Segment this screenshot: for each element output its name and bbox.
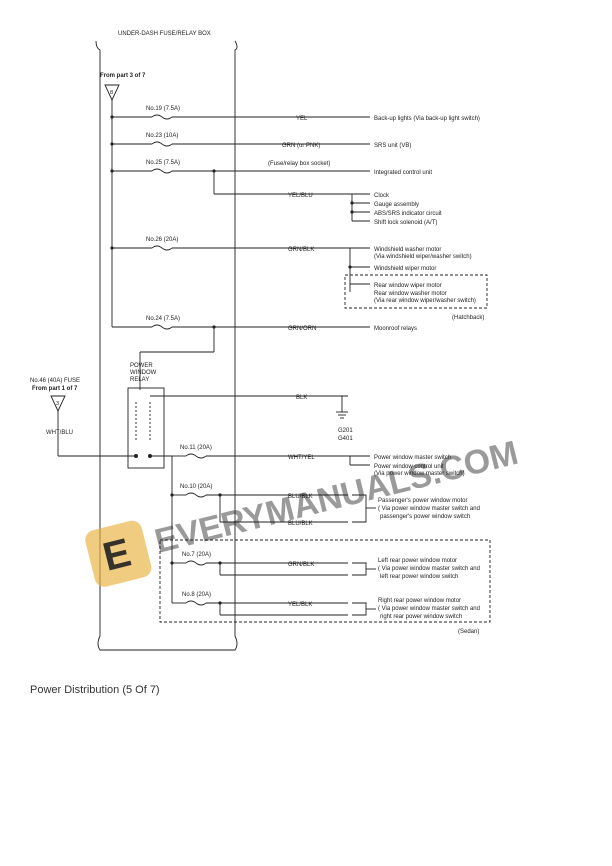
load-rr3: right rear power window switch — [380, 614, 462, 620]
sedan-note: (Sedan) — [458, 629, 479, 635]
fuse46-label: No.46 (40A) FUSE — [30, 378, 80, 384]
from-part3-label: From part 3 of 7 — [100, 73, 146, 79]
ground-g201: G201 — [338, 428, 353, 434]
page-caption: Power Distribution (5 Of 7) — [30, 684, 160, 696]
wire-wht-blu: WHT/BLU — [46, 430, 73, 436]
wire-blu-blk-1: BLU/BLK — [288, 494, 313, 500]
from-part1-label: From part 1 of 7 — [32, 386, 78, 392]
fuse-26: No.26 (20A) — [146, 237, 178, 243]
load-clock: Clock — [374, 193, 390, 199]
fuse-8: No.8 (20A) — [182, 592, 211, 598]
load-rwip: Rear window wiper motor — [374, 283, 442, 289]
wire-blu-blk-2: BLU/BLK — [288, 521, 313, 527]
load-rr1: Right rear power window motor — [378, 598, 461, 604]
load-wsw1: Windshield washer motor — [374, 247, 441, 253]
load-gauge: Gauge assembly — [374, 202, 419, 208]
load-pwcu2: (Via power window master switch) — [374, 471, 465, 477]
hatchback-note: (Hatchback) — [452, 315, 484, 321]
connector-8-icon — [104, 84, 120, 102]
load-pass2: ( Via power window master switch and — [378, 506, 480, 512]
wire-blk: BLK — [296, 395, 307, 401]
fuse-19: No.19 (7.5A) — [146, 106, 180, 112]
load-backup: Back-up lights (Via back-up light switch… — [374, 116, 480, 122]
load-abs: ABS/SRS indicator circuit — [374, 211, 442, 217]
relay-label-2: WINDOW — [130, 370, 157, 376]
wire-yel: YEL — [296, 116, 308, 122]
load-pass3: passenger's power window switch — [380, 514, 470, 520]
wire-grn-blk: GRN/BLK — [288, 247, 314, 253]
load-lr3: left rear power window switch — [380, 574, 458, 580]
load-icu: Integrated control unit — [374, 170, 432, 176]
connector-3-num: 3 — [56, 401, 59, 407]
fuse-24: No.24 (7.5A) — [146, 316, 180, 322]
connector-3-icon — [50, 395, 66, 413]
load-pwms: Power window master switch — [374, 455, 451, 461]
load-rwash: Rear window washer motor — [374, 291, 447, 297]
wire-grn-pnk: GRN (or PNK) — [282, 143, 320, 149]
hatchback-box — [344, 274, 488, 309]
fuse-11: No.11 (20A) — [180, 445, 212, 451]
load-wswip: Windshield wiper motor — [374, 266, 436, 272]
fuse-box-outline — [95, 40, 238, 651]
wire-yel-blk: YEL/BLK — [288, 602, 312, 608]
load-shift: Shift lock solenoid (A/T) — [374, 220, 437, 226]
ground-g401: G401 — [338, 436, 353, 442]
load-pass1: Passenger's power window motor — [378, 498, 468, 504]
wire-grn-orn: GRN/ORN — [288, 326, 316, 332]
fuse-25: No.25 (7.5A) — [146, 160, 180, 166]
load-moon: Moonroof relays — [374, 326, 417, 332]
wire-grn-blk-2: GRN/BLK — [288, 562, 314, 568]
fuse-10: No.10 (20A) — [180, 484, 212, 490]
socket-note: (Fuse/relay box socket) — [268, 161, 330, 167]
power-window-relay — [127, 387, 165, 469]
load-srs: SRS unit (VB) — [374, 143, 411, 149]
watermark-logo-icon — [85, 520, 152, 587]
load-rr2: ( Via power window master switch and — [378, 606, 480, 612]
relay-label-3: RELAY — [130, 377, 149, 383]
wire-wht-yel: WHT/YEL — [288, 455, 315, 461]
fuse-box-title: UNDER-DASH FUSE/RELAY BOX — [118, 31, 211, 37]
fuse-23: No.23 (10A) — [146, 133, 178, 139]
load-pwcu: Power window control unit — [374, 464, 444, 470]
load-lr1: Left rear power window motor — [378, 558, 457, 564]
connector-8-num: 8 — [110, 90, 113, 96]
load-rwash2: (Via rear window wiper/washer switch) — [374, 298, 476, 304]
relay-label-1: POWER — [130, 363, 153, 369]
load-lr2: ( Via power window master switch and — [378, 566, 480, 572]
fuse-7: No.7 (20A) — [182, 552, 211, 558]
sedan-box — [159, 539, 491, 623]
load-wsw2: (Via windshield wiper/washer switch) — [374, 254, 472, 260]
wire-yel-blu: YEL/BLU — [288, 193, 313, 199]
